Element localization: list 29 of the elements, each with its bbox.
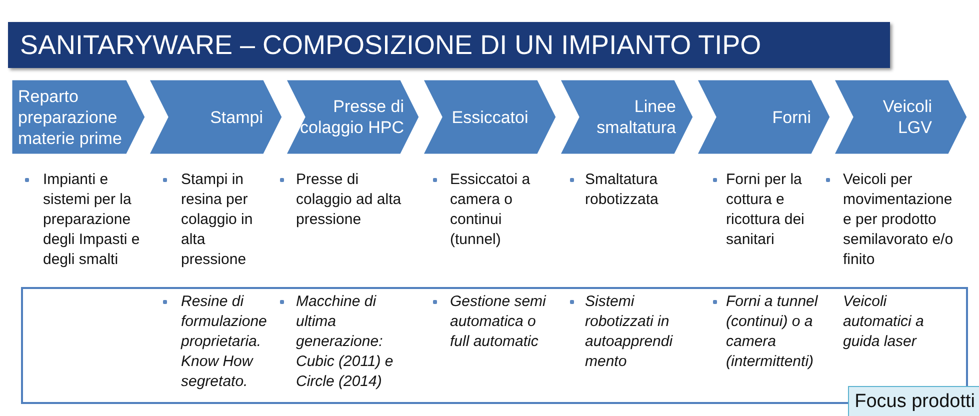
step-label: Presse di colaggio HPC	[299, 96, 404, 138]
description-text: Stampi in resina per colaggio in alta pressione	[181, 170, 254, 270]
process-step-shape	[695, 78, 832, 156]
description-text: Essiccatoi a camera o continui (tunnel)	[450, 170, 532, 250]
step-label: Essiccatoi	[452, 106, 528, 128]
focus-note: Sistemi robotizzati in autoapprendi mento	[585, 292, 674, 372]
focus-tag: Focus prodotti	[848, 386, 979, 416]
description-text: Impianti e sistemi per la preparazione degli Impasti e degli smalti	[43, 170, 141, 270]
focus-note: Forni a tunnel (continui) o a camera (intermittenti)	[726, 292, 819, 372]
description-text: Veicoli per movimentazione e per prodotto semilavorato e/o finito	[843, 170, 954, 270]
process-step-shape	[832, 78, 969, 156]
title-banner: SANITARYWARE – COMPOSIZIONE DI UN IMPIANTO TIPO	[8, 22, 890, 68]
description-text: Presse di colaggio ad alta pressione	[296, 170, 402, 230]
focus-note: Gestione semi automatica o full automatic	[450, 292, 548, 352]
description-text: Smaltatura robotizzata	[585, 170, 660, 210]
process-step-shape	[147, 78, 284, 156]
step-label: Stampi	[210, 106, 263, 128]
process-step-shape	[284, 78, 421, 156]
step-label: Linee smaltatura	[596, 96, 676, 138]
description-text: Forni per la cottura e ricottura dei sanitari	[726, 170, 806, 250]
process-step-shape	[10, 78, 147, 156]
focus-note: Resine di formulazione proprietaria. Know How segretato.	[181, 292, 268, 392]
focus-note: Macchine di ultima generazione: Cubic (2011) e Circle (2014)	[296, 292, 394, 392]
focus-note: Veicoli automatici a guida laser	[843, 292, 925, 352]
process-step-shape	[558, 78, 695, 156]
step-label: Reparto preparazione materie prime	[18, 86, 123, 148]
step-label: Veicoli LGV	[882, 96, 932, 138]
process-step-shape	[421, 78, 558, 156]
step-label: Forni	[772, 106, 811, 128]
